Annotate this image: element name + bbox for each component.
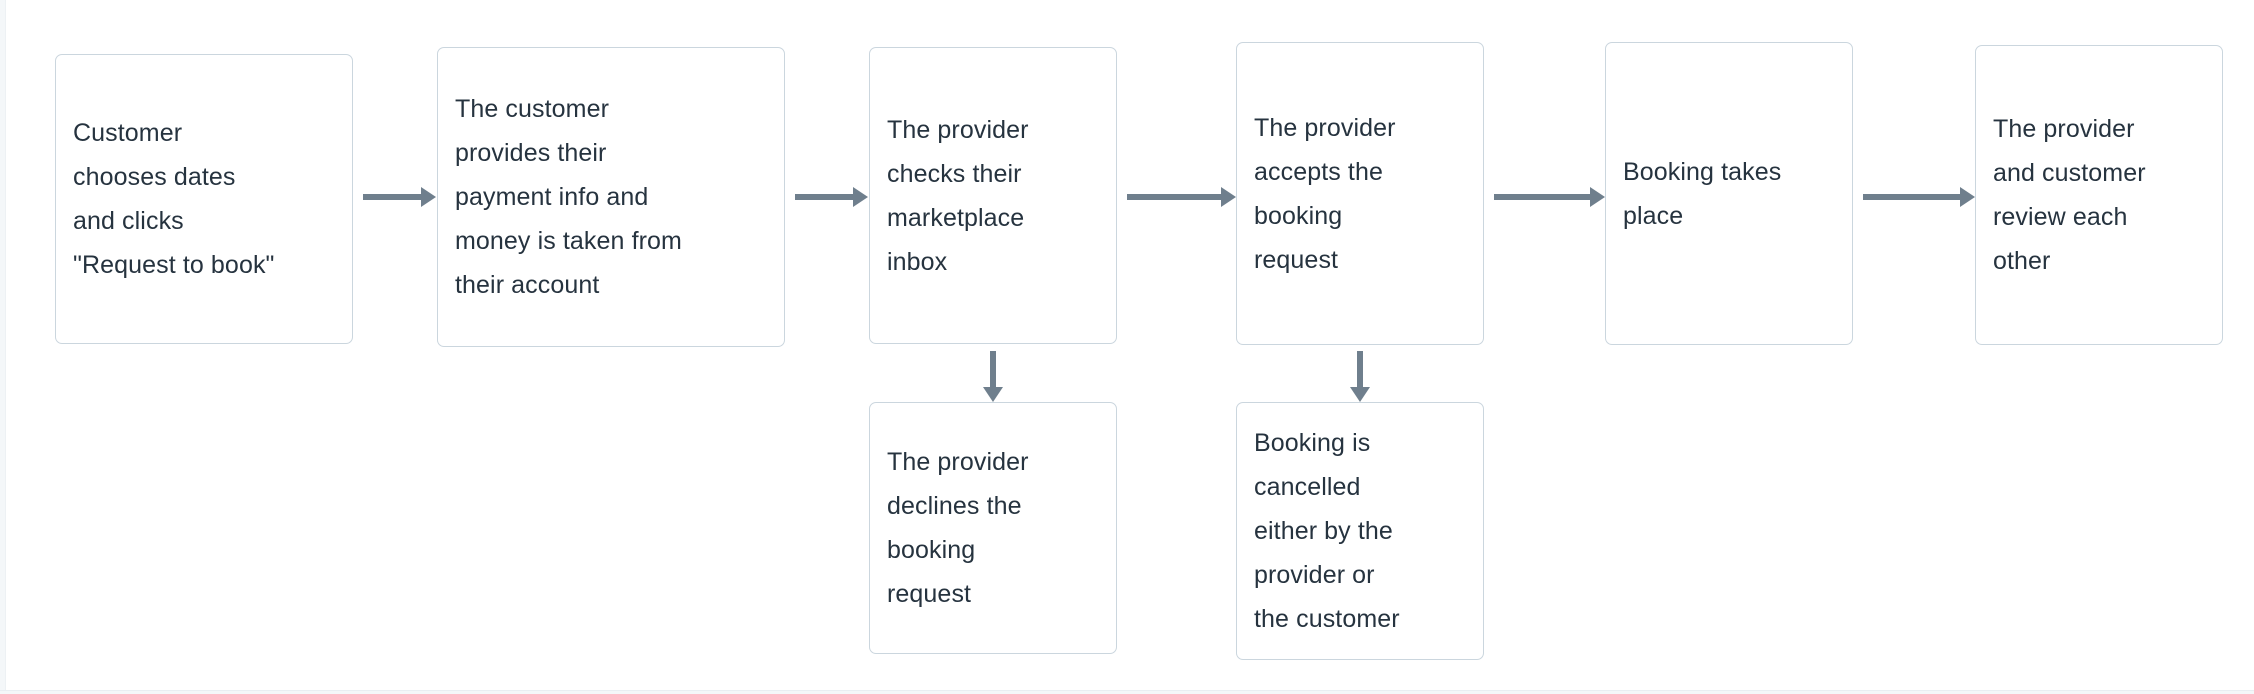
flow-node-booking-cancelled[interactable]: Booking is cancelled either by the provi… — [1236, 402, 1484, 660]
flow-node-label: The provider and customer review each ot… — [1993, 115, 2146, 275]
flow-arrow-n4-to-b2 — [1357, 351, 1363, 387]
flow-node-provider-customer-review[interactable]: The provider and customer review each ot… — [1975, 45, 2223, 345]
flow-node-label: Booking takes place — [1623, 157, 1782, 230]
flow-node-label: Booking is cancelled either by the provi… — [1254, 429, 1400, 633]
flow-arrow-n5-to-n6 — [1863, 194, 1960, 200]
flow-node-label: The provider declines the booking reques… — [887, 448, 1029, 608]
flow-node-provider-declines-booking[interactable]: The provider declines the booking reques… — [869, 402, 1117, 654]
flow-node-label: The provider checks their marketplace in… — [887, 115, 1029, 276]
flow-arrow-n4-to-n5 — [1494, 194, 1590, 200]
flow-node-label: Customer chooses dates and clicks "Reque… — [73, 119, 275, 279]
page-left-edge — [0, 0, 6, 694]
flow-node-label: The provider accepts the booking request — [1254, 113, 1396, 274]
flow-node-provider-checks-inbox[interactable]: The provider checks their marketplace in… — [869, 47, 1117, 344]
flow-node-provider-accepts-booking[interactable]: The provider accepts the booking request — [1236, 42, 1484, 345]
flow-arrow-n3-to-b1 — [990, 351, 996, 387]
flow-node-label: The customer provides their payment info… — [455, 95, 682, 299]
flow-node-booking-takes-place[interactable]: Booking takes place — [1605, 42, 1853, 345]
flow-arrow-n2-to-n3 — [795, 194, 853, 200]
flow-node-customer-provides-payment[interactable]: The customer provides their payment info… — [437, 47, 785, 347]
flow-node-customer-chooses-dates[interactable]: Customer chooses dates and clicks "Reque… — [55, 54, 353, 344]
flow-arrow-n1-to-n2 — [363, 194, 421, 200]
flow-arrow-n3-to-n4 — [1127, 194, 1221, 200]
page-bottom-edge — [0, 690, 2254, 694]
